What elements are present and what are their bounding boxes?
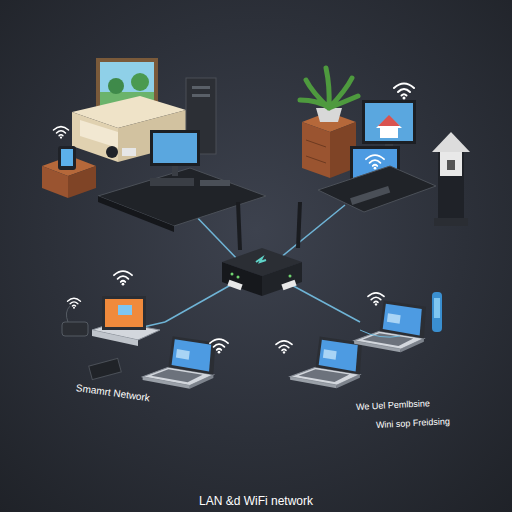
laptops [276,292,442,388]
living-room [42,58,266,232]
device-label: We Uel Pemlbsine [356,398,430,413]
caption-text: LAN &d WiFi network [199,494,313,508]
office-desk [300,68,470,226]
network-label: Smamrt Network [75,382,150,404]
device-label: Wini sop Freidsing [376,416,450,431]
router [222,202,302,296]
smart-devices [62,271,228,388]
